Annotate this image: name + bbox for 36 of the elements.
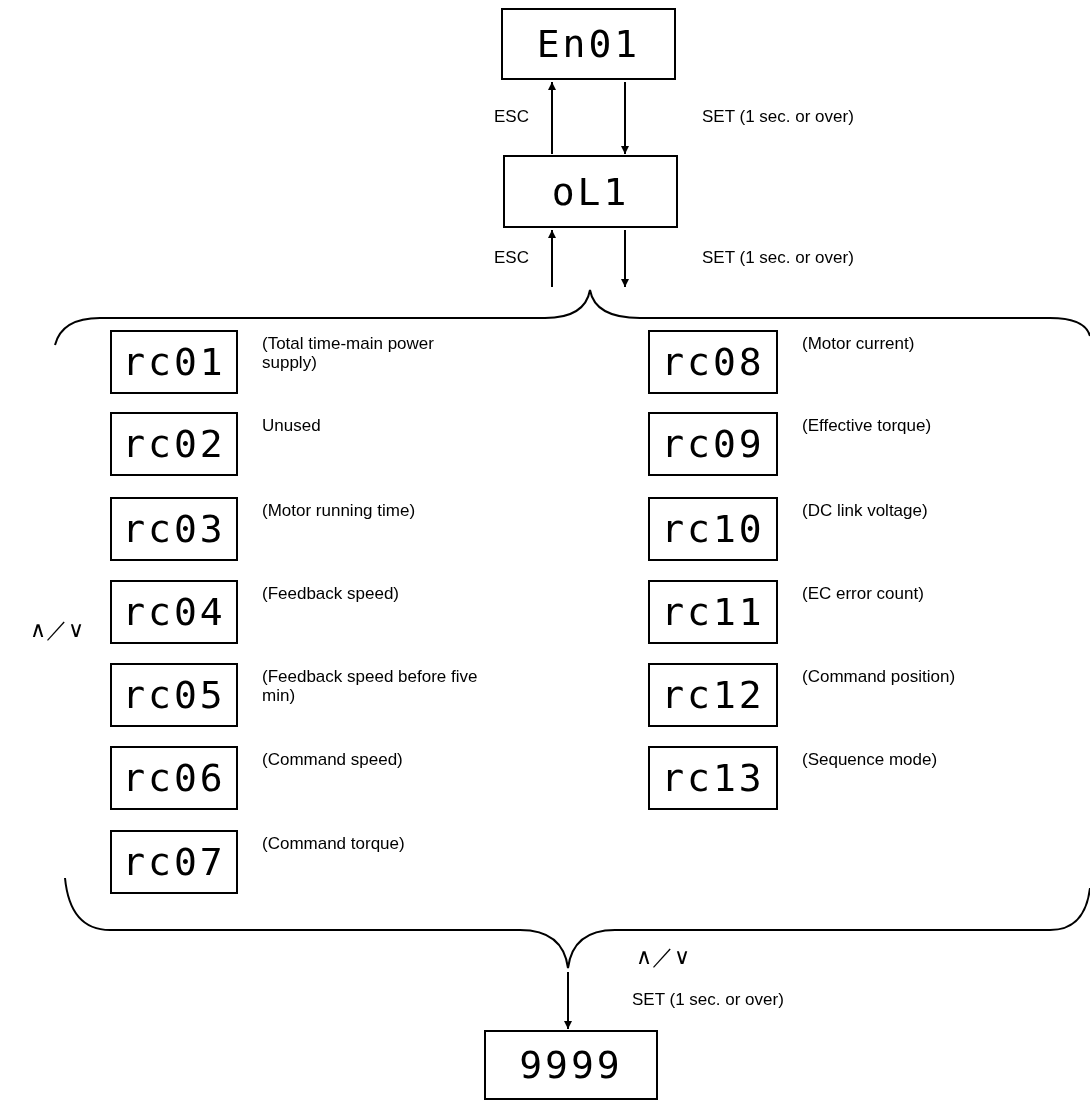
display-readout: rc06 (110, 746, 238, 810)
display-readout: rc11 (648, 580, 778, 644)
display-readout: rc13 (648, 746, 778, 810)
description-text: (Feedback speed) (262, 584, 401, 603)
key-symbol: ∧／∨ (30, 616, 84, 644)
description-text: (Sequence mode) (802, 750, 939, 769)
display-readout: rc04 (110, 580, 238, 644)
arrow (564, 971, 572, 1030)
display-readout: oL1 (503, 155, 678, 228)
description-text: (Effective torque) (802, 416, 933, 435)
description-text: Unused (262, 416, 322, 435)
display-readout: rc09 (648, 412, 778, 476)
description-text: (Motor current) (802, 334, 916, 353)
description-text: (Total time-main power supply) (262, 334, 435, 372)
display-readout: rc03 (110, 497, 238, 561)
display-readout: rc07 (110, 830, 238, 894)
arrow (548, 229, 556, 288)
display-readout: 9999 (484, 1030, 658, 1100)
description-text: (Command position) (802, 667, 957, 686)
description-text: (EC error count) (802, 584, 925, 603)
description-text: (Motor running time) (262, 501, 417, 520)
arrow (621, 81, 629, 155)
description-text: (DC link voltage) (802, 501, 929, 520)
description-text: (Feedback speed before five min) (262, 667, 479, 705)
display-readout: rc01 (110, 330, 238, 394)
display-readout: rc05 (110, 663, 238, 727)
description-text: (Command torque) (262, 834, 406, 853)
key-symbol: ∧／∨ (636, 943, 690, 971)
description-text: (Command speed) (262, 750, 404, 769)
arrow (621, 229, 629, 288)
display-readout: rc12 (648, 663, 778, 727)
display-readout: En01 (501, 8, 676, 80)
display-readout: rc10 (648, 497, 778, 561)
display-readout: rc02 (110, 412, 238, 476)
arrow (548, 81, 556, 155)
display-readout: rc08 (648, 330, 778, 394)
